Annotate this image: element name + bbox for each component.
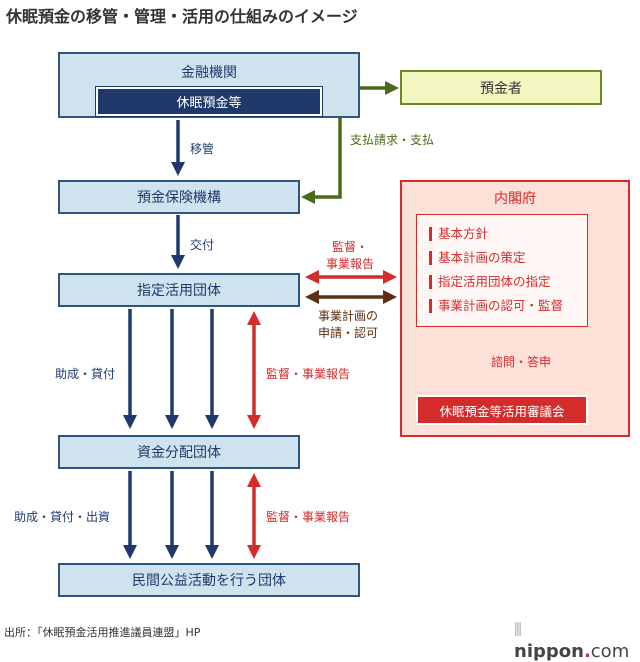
nippon-logo: ⦀ nippon.com [514, 620, 630, 662]
role-item: 事業計画の認可・監督 [429, 299, 587, 313]
label-grant: 交付 [190, 238, 215, 252]
cabinet-roles: 基本方針 基本計画の策定 指定活用団体の指定 事業計画の認可・監督 [416, 214, 588, 327]
label-supervise2: 監督・事業報告 [266, 510, 351, 524]
node-financial-label: 金融機関 [181, 65, 237, 81]
node-distribution: 資金分配団体 [58, 435, 300, 469]
source-note: 出所：「休眠預金活用推進議員連盟」HP [4, 626, 201, 639]
node-designated: 指定活用団体 [58, 273, 300, 307]
label-payment: 支払請求・支払 [350, 133, 435, 147]
role-item: 指定活用団体の指定 [429, 275, 587, 289]
logo-bars-icon: ⦀ [514, 620, 522, 641]
role-item: 基本計画の策定 [429, 251, 587, 265]
cabinet-panel: 内閣府 基本方針 基本計画の策定 指定活用団体の指定 事業計画の認可・監督 諮問… [400, 180, 630, 437]
node-depositor: 預金者 [400, 70, 602, 105]
label-transfer: 移管 [190, 142, 215, 156]
role-item: 基本方針 [429, 227, 587, 241]
node-private: 民間公益活動を行う団体 [58, 563, 360, 597]
node-dic: 預金保険機構 [58, 180, 300, 214]
arrow-payment [301, 81, 399, 204]
page-title: 休眠預金の移管・管理・活用の仕組みのイメージ [6, 7, 358, 26]
label-plan: 事業計画の申請・認可 [318, 309, 379, 340]
node-dormant: 休眠預金等 [95, 86, 323, 117]
cabinet-title: 内閣府 [494, 191, 536, 207]
label-supervise-top: 監督・事業報告 [326, 240, 375, 271]
label-supervise1: 監督・事業報告 [266, 367, 351, 381]
council-box: 休眠預金等活用審議会 [416, 395, 588, 425]
label-support1: 助成・貸付 [55, 367, 116, 381]
node-financial: 金融機関 休眠預金等 [58, 52, 360, 118]
label-consult: 諮問・答申 [491, 355, 552, 369]
label-support2: 助成・貸付・出資 [14, 510, 111, 524]
